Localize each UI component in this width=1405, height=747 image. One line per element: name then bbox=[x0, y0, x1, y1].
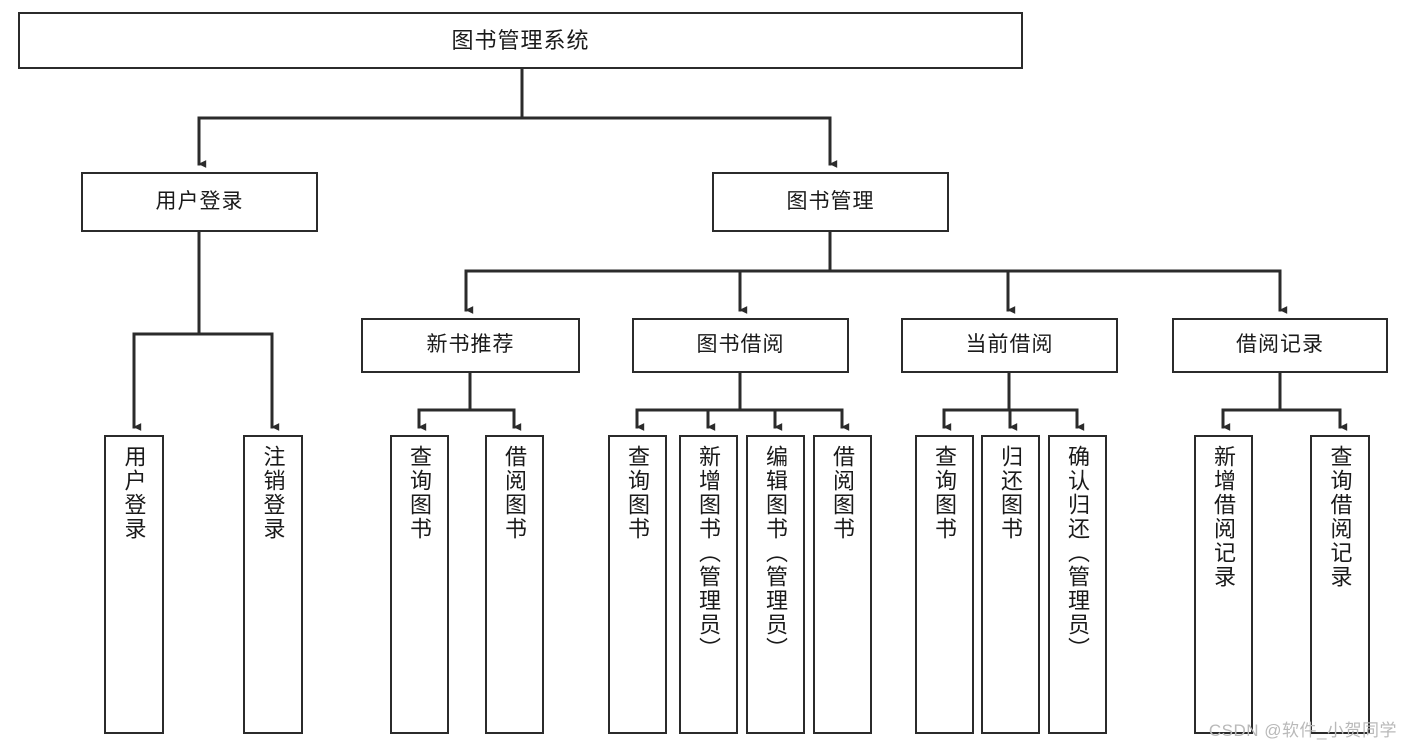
node-root[interactable]: 图书管理系统 bbox=[18, 12, 1023, 69]
node-book-management-label: 图书管理 bbox=[786, 189, 875, 213]
node-query-book-3-label: 查询图书 bbox=[932, 445, 958, 541]
node-add-borrow-record-label: 新增借阅记录 bbox=[1211, 445, 1237, 589]
node-user-login-do[interactable]: 用户登录 bbox=[104, 435, 164, 734]
node-new-book-recommend-label: 新书推荐 bbox=[426, 333, 515, 357]
node-add-book-admin[interactable]: 新增图书（管理员） bbox=[679, 435, 738, 734]
node-query-book-2[interactable]: 查询图书 bbox=[608, 435, 667, 734]
node-new-book-recommend[interactable]: 新书推荐 bbox=[361, 318, 580, 373]
node-query-book-3[interactable]: 查询图书 bbox=[915, 435, 974, 734]
node-current-borrow[interactable]: 当前借阅 bbox=[901, 318, 1118, 373]
node-query-borrow-record[interactable]: 查询借阅记录 bbox=[1310, 435, 1370, 734]
node-root-label: 图书管理系统 bbox=[451, 27, 590, 53]
node-user-login[interactable]: 用户登录 bbox=[81, 172, 318, 232]
node-confirm-return-admin-label: 确认归还（管理员） bbox=[1065, 445, 1091, 661]
node-return-book[interactable]: 归还图书 bbox=[981, 435, 1040, 734]
node-user-login-label: 用户登录 bbox=[155, 189, 244, 213]
node-book-borrow[interactable]: 图书借阅 bbox=[632, 318, 849, 373]
node-add-book-admin-label: 新增图书（管理员） bbox=[696, 445, 722, 661]
node-user-logout[interactable]: 注销登录 bbox=[243, 435, 303, 734]
node-borrow-record[interactable]: 借阅记录 bbox=[1172, 318, 1388, 373]
node-borrow-record-label: 借阅记录 bbox=[1236, 333, 1324, 357]
node-query-book-1-label: 查询图书 bbox=[407, 445, 433, 541]
node-query-book-1[interactable]: 查询图书 bbox=[390, 435, 449, 734]
node-edit-book-admin-label: 编辑图书（管理员） bbox=[763, 445, 789, 661]
node-user-logout-label: 注销登录 bbox=[260, 445, 286, 541]
node-book-management[interactable]: 图书管理 bbox=[712, 172, 949, 232]
node-edit-book-admin[interactable]: 编辑图书（管理员） bbox=[746, 435, 805, 734]
node-book-borrow-label: 图书借阅 bbox=[696, 333, 785, 357]
node-borrow-book-1[interactable]: 借阅图书 bbox=[485, 435, 544, 734]
node-current-borrow-label: 当前借阅 bbox=[965, 333, 1054, 357]
node-borrow-book-2[interactable]: 借阅图书 bbox=[813, 435, 872, 734]
node-query-book-2-label: 查询图书 bbox=[625, 445, 651, 541]
node-query-borrow-record-label: 查询借阅记录 bbox=[1327, 445, 1353, 589]
node-add-borrow-record[interactable]: 新增借阅记录 bbox=[1194, 435, 1253, 734]
node-borrow-book-1-label: 借阅图书 bbox=[502, 445, 528, 541]
node-borrow-book-2-label: 借阅图书 bbox=[830, 445, 856, 541]
node-user-login-do-label: 用户登录 bbox=[121, 445, 147, 541]
node-confirm-return-admin[interactable]: 确认归还（管理员） bbox=[1048, 435, 1107, 734]
node-return-book-label: 归还图书 bbox=[998, 445, 1024, 541]
